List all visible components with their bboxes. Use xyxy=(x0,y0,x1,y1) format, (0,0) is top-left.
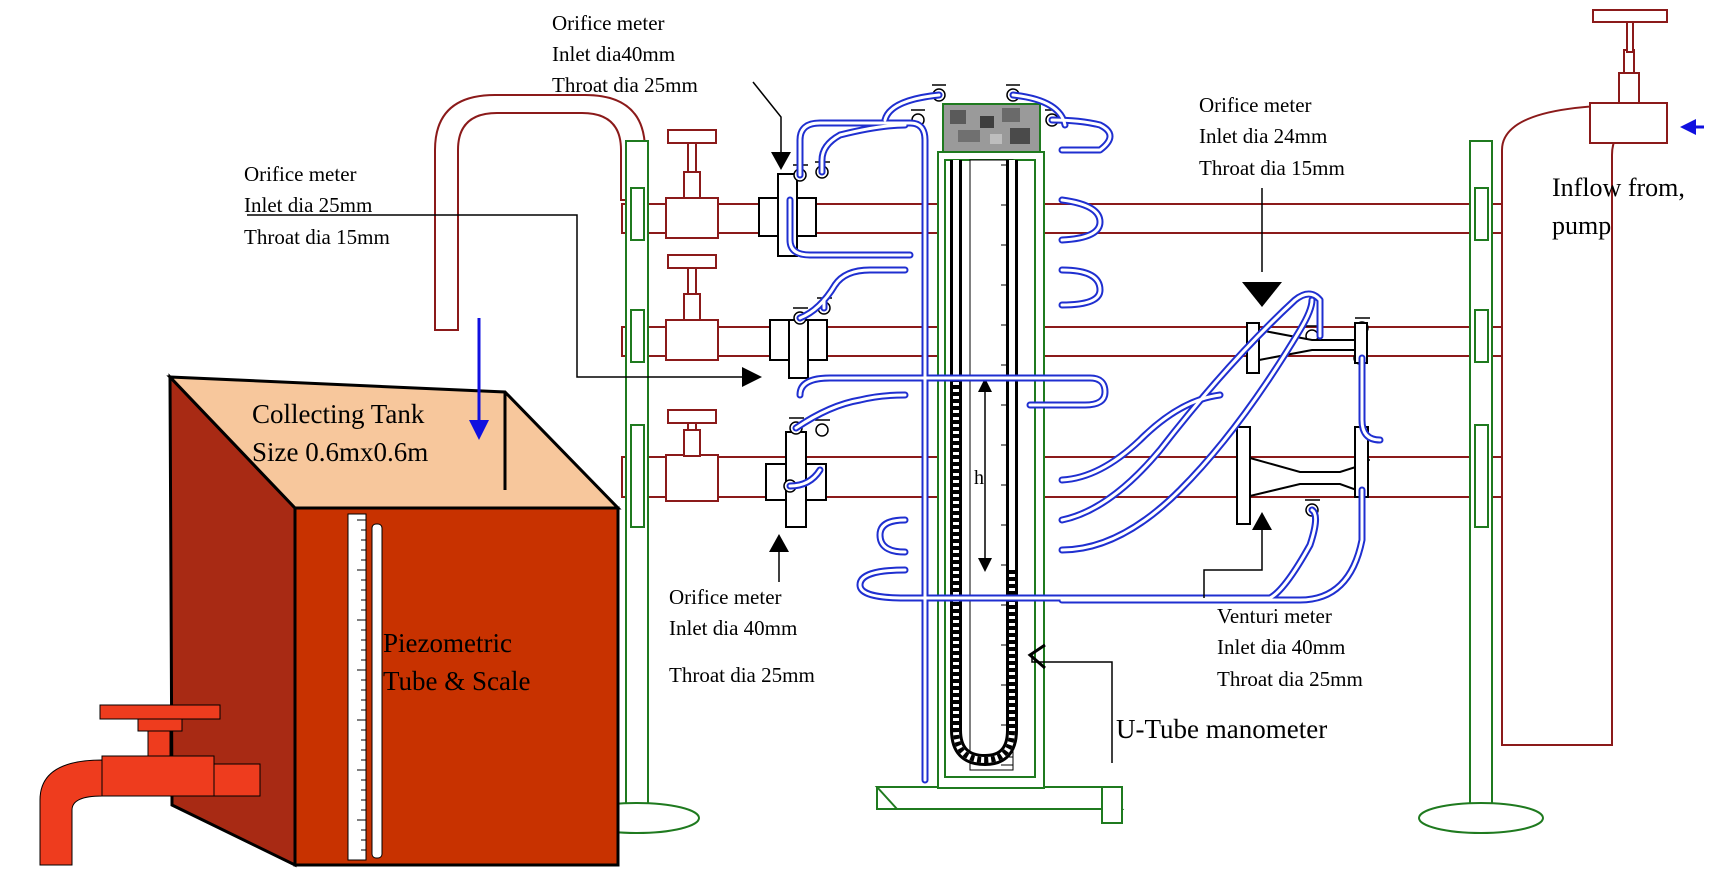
pressure-hoses xyxy=(786,91,1384,784)
leader-lines xyxy=(247,81,1282,763)
svg-text:Size 0.6mx0.6m: Size 0.6mx0.6m xyxy=(252,437,428,467)
label-venturi: Venturi meter Inlet dia 40mm Throat dia … xyxy=(1217,604,1363,691)
svg-text:Inflow from,: Inflow from, xyxy=(1552,173,1685,202)
hose-core xyxy=(1060,292,1322,522)
svg-text:Throat dia 25mm: Throat dia 25mm xyxy=(552,73,698,97)
label-piezometric: Piezometric Tube & Scale xyxy=(383,628,531,696)
orifice-meter-body-middle xyxy=(769,319,828,379)
hose-core xyxy=(788,468,822,488)
pipeline-upper xyxy=(621,203,1503,234)
right-support-stand xyxy=(1418,140,1544,834)
hose-core xyxy=(1050,118,1112,152)
svg-text:Throat dia 15mm: Throat dia 15mm xyxy=(244,225,390,249)
hose-segment xyxy=(796,266,909,322)
hose-core xyxy=(798,268,907,320)
svg-text:Inlet dia 25mm: Inlet dia 25mm xyxy=(244,193,372,217)
hose-core xyxy=(1060,268,1102,307)
svg-text:Throat dia 25mm: Throat dia 25mm xyxy=(1217,667,1363,691)
head-label: h xyxy=(974,467,984,489)
hose-segment xyxy=(792,391,909,432)
svg-text:Inlet dia 24mm: Inlet dia 24mm xyxy=(1199,124,1327,148)
svg-text:pump: pump xyxy=(1552,211,1611,240)
hose-core xyxy=(820,123,907,174)
svg-text:Piezometric: Piezometric xyxy=(383,628,512,658)
label-orifice-right: Orifice meter Inlet dia 24mm Throat dia … xyxy=(1199,93,1345,180)
label-manometer: U-Tube manometer xyxy=(1116,714,1327,744)
hose-core xyxy=(788,198,912,257)
hose-core xyxy=(1060,488,1364,602)
piezometric-scale xyxy=(347,513,383,861)
svg-text:Orifice meter: Orifice meter xyxy=(552,11,665,35)
svg-text:Tube & Scale: Tube & Scale xyxy=(383,666,531,696)
outlet-tap xyxy=(39,704,261,866)
manometer-head xyxy=(942,103,1041,153)
label-collecting-tank: Collecting Tank Size 0.6mx0.6m xyxy=(252,399,428,467)
head-marker: h xyxy=(974,378,992,572)
label-orifice-top: Orifice meter Inlet dia40mm Throat dia 2… xyxy=(552,11,698,97)
flow-arrows xyxy=(469,119,1704,440)
label-orifice-left: Orifice meter Inlet dia 25mm Throat dia … xyxy=(244,162,390,249)
svg-text:Inlet dia 40mm: Inlet dia 40mm xyxy=(669,616,797,640)
valve-upper xyxy=(665,129,719,239)
valve-middle xyxy=(665,254,719,361)
svg-text:Throat dia 15mm: Throat dia 15mm xyxy=(1199,156,1345,180)
left-support-stand xyxy=(574,140,700,834)
hose-core xyxy=(1011,93,1067,127)
svg-text:Collecting Tank: Collecting Tank xyxy=(252,399,425,429)
pipeline-middle xyxy=(621,326,1503,357)
orifice-meter-body-lower xyxy=(765,431,827,528)
hose-core xyxy=(878,518,907,554)
u-tube xyxy=(950,160,1018,767)
label-inflow: Inflow from, pump xyxy=(1552,173,1685,240)
svg-text:Venturi meter: Venturi meter xyxy=(1217,604,1332,628)
hose-core xyxy=(798,121,927,782)
hose-core xyxy=(798,376,1107,407)
venturi-meter-body xyxy=(1236,426,1369,525)
hose-core xyxy=(1360,356,1382,442)
hose-segment xyxy=(1358,354,1384,444)
svg-text:Inlet dia40mm: Inlet dia40mm xyxy=(552,42,675,66)
valve-lower xyxy=(665,409,719,502)
hose-core xyxy=(1060,198,1102,242)
overflow-return-pipe xyxy=(434,94,646,331)
hose-core xyxy=(1060,298,1314,552)
svg-text:Orifice meter: Orifice meter xyxy=(1199,93,1312,117)
hose-core xyxy=(858,508,1317,600)
hose-segment xyxy=(818,121,909,176)
hose-core xyxy=(1060,393,1222,482)
svg-text:Throat dia 25mm: Throat dia 25mm xyxy=(669,663,815,687)
svg-text:U-Tube manometer: U-Tube manometer xyxy=(1116,714,1327,744)
inflow-pipe xyxy=(1501,9,1668,746)
hose-core xyxy=(794,393,907,430)
hose-core xyxy=(883,93,941,122)
svg-text:Inlet dia 40mm: Inlet dia 40mm xyxy=(1217,635,1345,659)
label-orifice-bottom: Orifice meter Inlet dia 40mm Throat dia … xyxy=(669,585,815,687)
svg-text:Orifice meter: Orifice meter xyxy=(669,585,782,609)
svg-text:Orifice meter: Orifice meter xyxy=(244,162,357,186)
